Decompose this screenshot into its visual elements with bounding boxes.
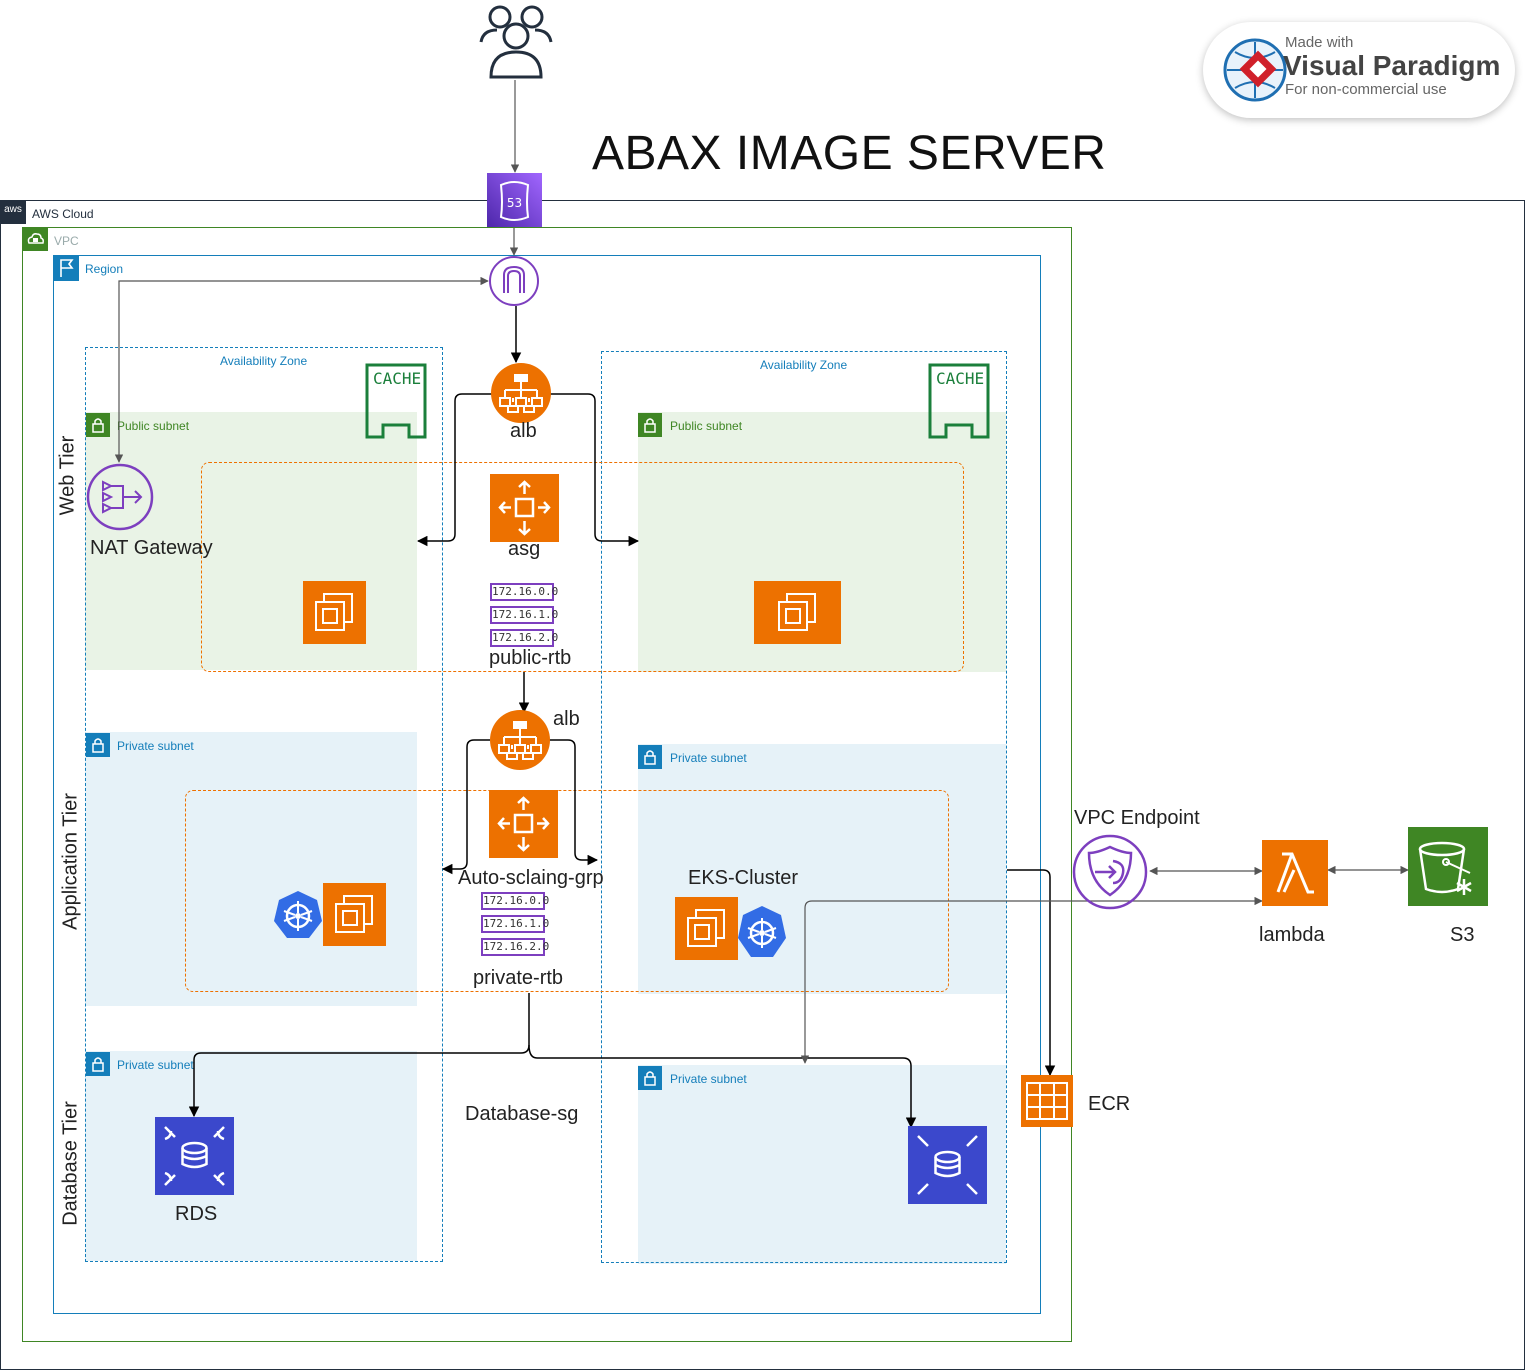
cache-icon: CACHE bbox=[928, 363, 990, 439]
private-route-2: 172.16.2.0 bbox=[481, 938, 549, 956]
cache-icon: CACHE bbox=[365, 363, 427, 439]
vpc-endpoint-label: VPC Endpoint bbox=[1074, 807, 1200, 829]
region-label: Region bbox=[85, 262, 124, 276]
aws-cloud-label: AWS Cloud bbox=[32, 207, 94, 221]
private-rtb-label: private-rtb bbox=[473, 967, 564, 989]
region-flag-icon bbox=[53, 255, 79, 281]
vpc-label: VPC bbox=[54, 234, 79, 248]
watermark-badge: Made with Visual Paradigm For non-commer… bbox=[1203, 22, 1515, 118]
vpc-group bbox=[22, 227, 1072, 1342]
private-subnet-lock-icon bbox=[86, 733, 110, 757]
database-sg-label: Database-sg bbox=[465, 1103, 579, 1125]
auto-scaling-group-label: Auto-sclaing-grp bbox=[458, 867, 604, 889]
asg-label: asg bbox=[508, 538, 541, 560]
route53-icon: 53 bbox=[487, 173, 542, 227]
availability-zone-right bbox=[601, 351, 1007, 1263]
public-subnet-lock-icon bbox=[638, 413, 662, 437]
public-route-2: 172.16.2.0 bbox=[490, 629, 558, 647]
asg-icon bbox=[489, 790, 558, 858]
private-route-1: 172.16.1.0 bbox=[481, 915, 549, 933]
rds-label: RDS bbox=[175, 1203, 218, 1225]
alb-icon bbox=[490, 710, 550, 770]
svg-text:53: 53 bbox=[507, 196, 522, 210]
private-subnet-lock-icon bbox=[638, 1066, 662, 1090]
kubernetes-icon bbox=[738, 906, 786, 957]
private-subnet-lock-icon bbox=[86, 1052, 110, 1076]
public-rtb-label: public-rtb bbox=[489, 647, 572, 669]
ecr-label: ECR bbox=[1088, 1093, 1131, 1115]
private-subnet-app-right-label: Private subnet bbox=[670, 751, 747, 765]
rds-icon bbox=[155, 1117, 234, 1195]
page-title: ABAX IMAGE SERVER bbox=[592, 127, 1107, 180]
public-route-0: 172.16.0.0 bbox=[490, 583, 558, 601]
app-auto-scaling-group bbox=[185, 790, 949, 992]
s3-glacier-icon bbox=[1408, 827, 1488, 906]
alb-icon bbox=[491, 363, 551, 423]
private-subnet-db-right-label: Private subnet bbox=[670, 1072, 747, 1086]
users-icon bbox=[479, 5, 553, 79]
visual-paradigm-logo-icon bbox=[1223, 38, 1287, 102]
ec2-icon bbox=[303, 581, 366, 644]
asg-icon bbox=[490, 474, 559, 542]
private-subnet-db-left bbox=[85, 1051, 417, 1261]
ec2-icon bbox=[323, 883, 386, 946]
lambda-label: lambda bbox=[1259, 924, 1325, 946]
availability-zone-right-label: Availability Zone bbox=[760, 358, 848, 372]
eks-cluster-label: EKS-Cluster bbox=[688, 867, 799, 889]
nat-gateway-label: NAT Gateway bbox=[90, 537, 213, 559]
alb-mid-label: alb bbox=[553, 708, 580, 730]
private-subnet-app-left-label: Private subnet bbox=[117, 739, 194, 753]
private-route-0: 172.16.0.0 bbox=[481, 892, 549, 910]
rds-icon bbox=[908, 1126, 987, 1204]
alb-top-label: alb bbox=[510, 420, 537, 442]
nat-gateway-icon bbox=[86, 463, 154, 531]
private-subnet-lock-icon bbox=[638, 745, 662, 769]
cache-right-label: CACHE bbox=[936, 369, 985, 388]
ecr-icon bbox=[1021, 1075, 1073, 1127]
private-subnet-db-left-label: Private subnet bbox=[117, 1058, 194, 1072]
lambda-icon bbox=[1262, 840, 1328, 906]
cache-left-label: CACHE bbox=[373, 369, 422, 388]
ec2-icon bbox=[754, 581, 841, 644]
public-subnet-right-label: Public subnet bbox=[670, 419, 743, 433]
region-group bbox=[53, 255, 1041, 1314]
internet-gateway-icon bbox=[489, 256, 539, 306]
watermark-line1: Made with bbox=[1285, 34, 1354, 51]
s3-label: S3 bbox=[1450, 924, 1475, 946]
public-route-1: 172.16.1.0 bbox=[490, 606, 558, 624]
public-subnet-lock-icon bbox=[86, 413, 110, 437]
private-subnet-app-left bbox=[85, 732, 417, 1006]
ec2-icon bbox=[675, 897, 738, 960]
watermark-line2: Visual Paradigm bbox=[1283, 50, 1501, 81]
aws-cloud-group bbox=[0, 200, 1525, 1370]
watermark-line3: For non-commercial use bbox=[1285, 81, 1447, 98]
kubernetes-icon bbox=[274, 891, 322, 938]
web-auto-scaling-group bbox=[201, 462, 964, 672]
vpc-endpoint-icon bbox=[1072, 834, 1148, 910]
vpc-icon bbox=[22, 227, 48, 251]
aws-logo-icon: aws bbox=[0, 200, 26, 224]
